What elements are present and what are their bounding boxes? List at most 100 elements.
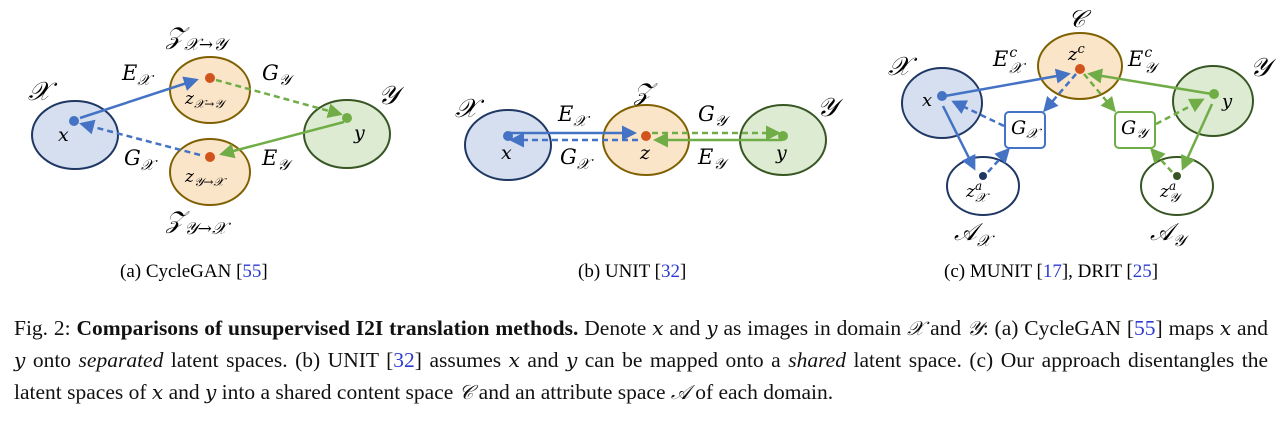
caption-math: x <box>652 316 664 340</box>
label-ex: E𝒳 <box>557 102 590 130</box>
caption-math: y <box>706 316 718 340</box>
caption-math: 𝒳 <box>907 316 925 340</box>
caption-math: 𝒜 <box>670 380 690 404</box>
node-y-label: y <box>1221 91 1233 112</box>
arrow-gy <box>215 78 343 119</box>
attr-space-x-label: 𝒜𝒳 <box>954 218 996 250</box>
domain-x-label: 𝒳 <box>28 77 58 107</box>
attr-space-y-label: 𝒜𝒴 <box>1150 218 1190 250</box>
node-zyx-label: z𝒴→𝒳 <box>184 167 227 189</box>
space-bottom-label: 𝒵𝒴→𝒳 <box>165 206 232 239</box>
caption-text: and <box>163 380 205 404</box>
domain-y-label: 𝒴 <box>1250 53 1277 83</box>
caption-text: can be mapped onto a <box>577 348 789 372</box>
latent-zxy-ellipse <box>169 56 251 124</box>
label-ey: E𝒴 <box>697 145 729 173</box>
caption-emphasis: shared <box>788 348 846 372</box>
caption-fig-number: Fig. 2: <box>14 316 77 340</box>
node-y-dot <box>1209 89 1219 99</box>
caption-text: ] maps <box>1155 316 1220 340</box>
arrow-attrx-to-gx <box>987 147 1011 173</box>
caption-text: and <box>1231 316 1269 340</box>
caption-text: onto <box>25 348 79 372</box>
caption-text: latent spaces. (b) UNIT [ <box>163 348 394 372</box>
content-space-label: 𝒞 <box>1068 5 1092 33</box>
arrow-ecx <box>944 68 1071 98</box>
caption-math: x <box>1219 316 1232 340</box>
caption-math: y <box>565 348 578 372</box>
arrow-gx <box>79 119 201 157</box>
domain-y-label: 𝒴 <box>378 81 405 111</box>
caption-math: x <box>151 380 164 404</box>
caption-math: y <box>204 380 217 404</box>
arrow-gy-to-y <box>1155 98 1205 126</box>
caption-math: 𝒞 <box>458 380 474 404</box>
figure-caption: Fig. 2: Comparisons of unsupervised I2I … <box>14 312 1268 408</box>
domain-y-label: 𝒴 <box>817 93 844 123</box>
panel-a-cyclegan: 𝒳 𝒴 x y z𝒳→𝒴 z𝒴→𝒳 𝒵𝒳→𝒴 𝒵𝒴→𝒳 E𝒳 G𝒴 G𝒳 E𝒴 … <box>28 22 405 282</box>
caption-title: Comparisons of unsupervised I2I translat… <box>76 316 579 340</box>
caption-math: y <box>14 348 26 372</box>
gen-x-box <box>1004 111 1046 149</box>
domain-x-ellipse <box>464 109 552 181</box>
arrow-attry-to-gy <box>1149 147 1173 173</box>
caption-text: Denote <box>578 316 653 340</box>
caption-text: ] assumes <box>414 348 509 372</box>
caption-text: into a shared content space <box>216 380 459 404</box>
label-gx: G𝒳 <box>1011 117 1042 142</box>
arrow-x-to-attr <box>941 105 976 171</box>
node-y-label: y <box>775 142 787 164</box>
domain-x-ellipse <box>901 67 983 139</box>
arrow-ex <box>79 76 199 120</box>
node-zxy-dot <box>205 73 215 83</box>
panel-c-caption: (c) MUNIT [17], DRIT [25] <box>944 261 1158 282</box>
panel-b-unit: 𝒳 𝒵 𝒴 x z y E𝒳 G𝒳 G𝒴 E𝒴 (b) UNIT [32] <box>455 78 844 282</box>
arrow-zc-to-gy <box>1083 73 1116 113</box>
node-zyx-dot <box>205 152 215 162</box>
caption-text: as images in domain <box>717 316 907 340</box>
caption-citation-link[interactable]: 32 <box>393 348 415 372</box>
node-x-label: x <box>501 142 512 164</box>
label-gy: G𝒴 <box>698 102 731 130</box>
caption-emphasis: separated <box>78 348 164 372</box>
node-z-dot <box>641 131 651 141</box>
panel-b-caption: (b) UNIT [32] <box>578 261 686 282</box>
node-y-dot <box>342 113 352 123</box>
node-x-dot <box>503 131 513 141</box>
label-gy: G𝒴 <box>262 61 295 89</box>
arrow-ecy <box>1087 68 1213 96</box>
arrow-zc-to-gx <box>1043 73 1077 113</box>
domain-x-ellipse <box>31 100 119 170</box>
node-x-label: x <box>922 90 932 111</box>
arrow-ey <box>219 120 345 159</box>
node-zxy-label: z𝒳→𝒴 <box>184 89 227 111</box>
caption-text: and <box>663 316 707 340</box>
space-top-label: 𝒵𝒳→𝒴 <box>165 22 231 55</box>
node-zc-dot <box>1075 64 1085 74</box>
domain-y-ellipse <box>1172 65 1254 137</box>
node-y-label: y <box>353 122 365 144</box>
node-zc-label: zc <box>1067 42 1085 65</box>
arrow-y-to-attr <box>1181 103 1214 171</box>
space-z-label: 𝒵 <box>633 78 658 106</box>
node-y-dot <box>778 131 788 141</box>
attr-x-dot <box>979 172 987 180</box>
node-x-label: x <box>58 124 69 146</box>
node-x-dot <box>937 91 947 101</box>
caption-text: : (a) CycleGAN [ <box>982 316 1135 340</box>
attr-y-ellipse <box>1140 156 1214 216</box>
node-z-label: z <box>639 142 651 164</box>
caption-math: x <box>508 348 520 372</box>
domain-y-ellipse <box>303 99 391 169</box>
caption-text: and <box>924 316 967 340</box>
gen-y-box <box>1114 111 1156 149</box>
caption-text: and an attribute space <box>473 380 671 404</box>
caption-text: and <box>519 348 566 372</box>
caption-citation-link[interactable]: 55 <box>1134 316 1156 340</box>
label-gx: G𝒳 <box>124 146 158 174</box>
figure-diagram: 𝒳 𝒴 x y z𝒳→𝒴 z𝒴→𝒳 𝒵𝒳→𝒴 𝒵𝒴→𝒳 E𝒳 G𝒴 G𝒳 E𝒴 … <box>28 5 1277 282</box>
label-gx: G𝒳 <box>560 145 594 173</box>
label-ex: E𝒳 <box>121 61 154 89</box>
